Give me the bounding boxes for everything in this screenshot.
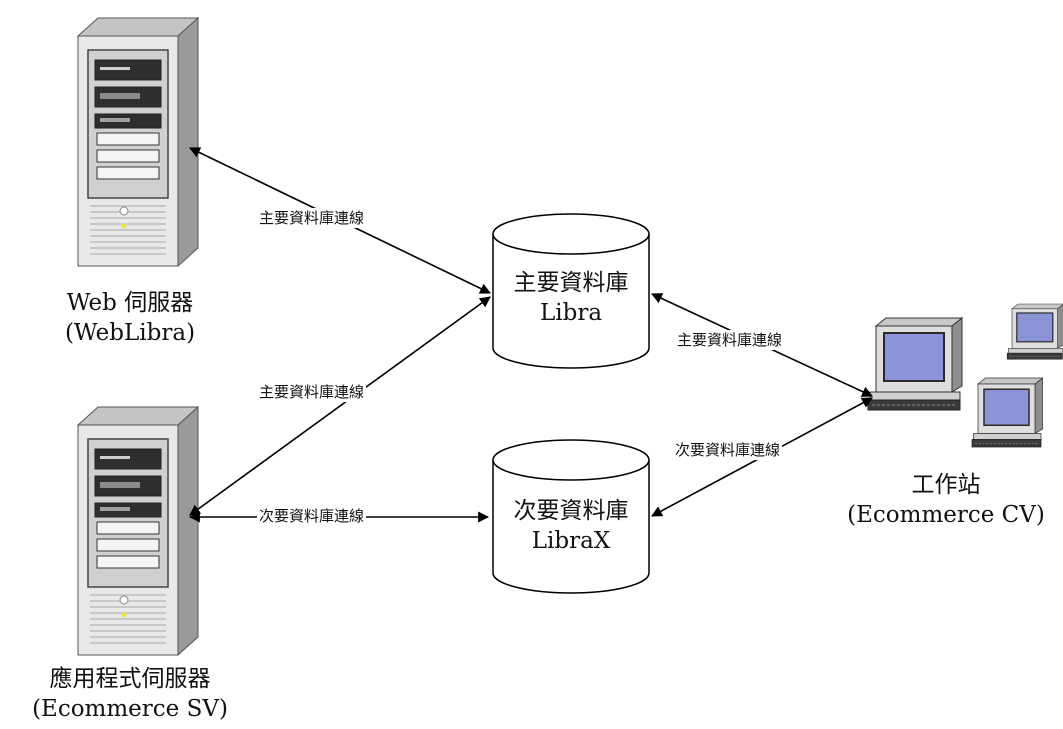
primary-database-label: 主要資料庫 Libra <box>481 268 661 328</box>
primary-database-icon <box>492 213 650 369</box>
web-server-icon <box>77 17 199 267</box>
computer-small-icon <box>1006 303 1063 360</box>
app-server-label: 應用程式伺服器 (Ecommerce SV) <box>0 664 260 724</box>
app-server-icon <box>77 406 199 656</box>
workstation-subtitle: (Ecommerce CV) <box>847 502 1045 528</box>
workstation-icon <box>867 303 1063 448</box>
web-server-title: Web 伺服器 <box>66 290 194 316</box>
secondary-database-icon <box>492 439 650 594</box>
primary-database-subtitle: Libra <box>539 300 603 326</box>
secondary-database-title: 次要資料庫 <box>513 498 629 524</box>
computer-medium-icon <box>971 377 1044 448</box>
app-server-subtitle: (Ecommerce SV) <box>32 696 228 722</box>
workstation-title: 工作站 <box>911 472 981 498</box>
computer-main-icon <box>867 317 963 411</box>
edge-label-app-secondary: 次要資料庫連線 <box>257 506 367 526</box>
edge-label-web-primary: 主要資料庫連線 <box>257 208 367 228</box>
secondary-database-subtitle: LibraX <box>531 528 611 554</box>
workstation-label: 工作站 (Ecommerce CV) <box>833 470 1059 530</box>
secondary-database-label: 次要資料庫 LibraX <box>481 496 661 556</box>
edge-label-app-primary: 主要資料庫連線 <box>257 382 367 402</box>
edge-label-ws-secondary: 次要資料庫連線 <box>673 440 783 460</box>
edge-label-ws-primary: 主要資料庫連線 <box>675 330 785 350</box>
edge-app-primary <box>189 296 491 516</box>
web-server-subtitle: (WebLibra) <box>64 320 196 346</box>
app-server-title: 應用程式伺服器 <box>49 666 211 692</box>
primary-database-title: 主要資料庫 <box>513 270 629 296</box>
web-server-label: Web 伺服器 (WebLibra) <box>0 288 260 348</box>
